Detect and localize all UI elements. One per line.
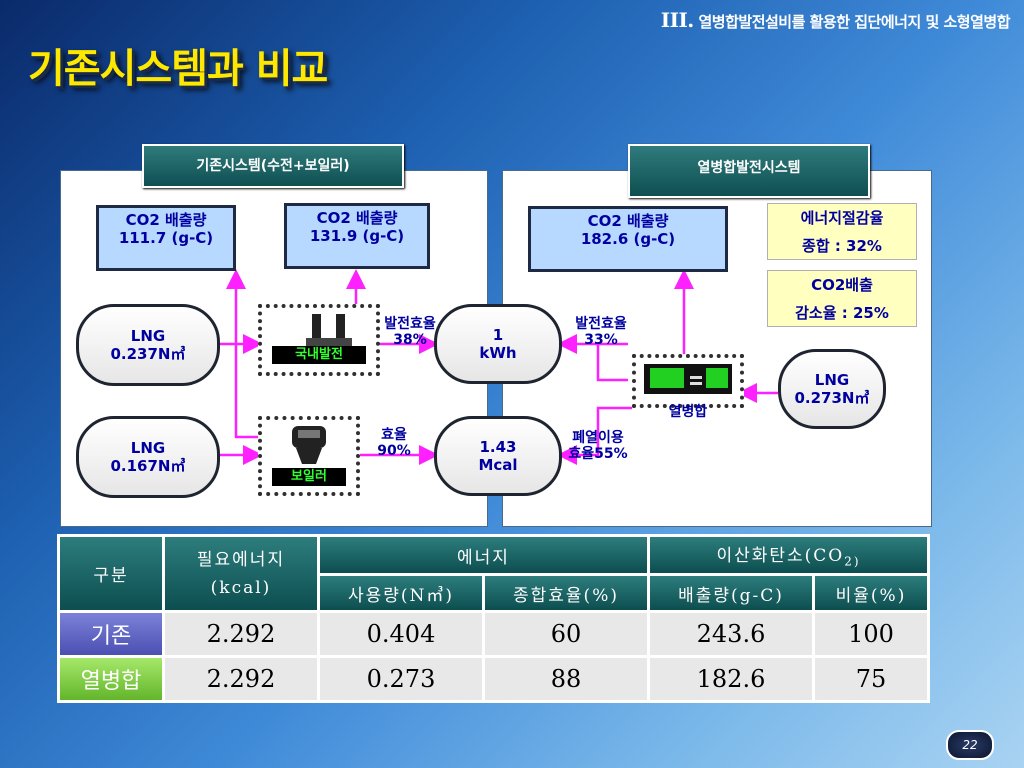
- row-label: 열병합: [60, 658, 162, 700]
- boiler-label: 보일러: [272, 468, 346, 486]
- output-value: 1.43: [479, 438, 517, 456]
- header-emission: 배출량(g-C): [650, 576, 812, 610]
- boiler-unit: 보일러: [258, 416, 360, 496]
- co2-reduction-box: CO2배출 감소율 : 25%: [767, 270, 917, 327]
- power-plant-label: 국내발전: [272, 346, 366, 364]
- heat-output: 1.43 Mcal: [434, 416, 562, 496]
- lng-value: 0.167N㎥: [110, 457, 186, 475]
- co2-emission-box-boiler: CO2 배출량 131.9 (g-C): [284, 203, 430, 269]
- lng-label: LNG: [814, 371, 850, 389]
- chp-label: 열병합: [668, 404, 708, 420]
- boiler-icon: [292, 426, 326, 464]
- table-subheader-row: 사용량(N㎥) 종합효율(%) 배출량(g-C) 비율(%): [60, 576, 927, 610]
- saving-title: 에너지절감율: [800, 209, 884, 227]
- conventional-system-heading: 기존시스템(수전+보일러): [142, 144, 404, 188]
- row-efficiency: 60: [485, 613, 647, 655]
- lng-label: LNG: [130, 439, 166, 457]
- header-usage: 사용량(N㎥): [320, 576, 482, 610]
- lng-value: 0.237N㎥: [110, 345, 186, 363]
- header-co2-text: 이산화탄소(CO: [716, 546, 845, 567]
- arrow-chp-to-heat: [557, 406, 632, 465]
- row-usage: 0.273: [320, 658, 482, 700]
- header-efficiency: 종합효율(%): [485, 576, 647, 610]
- boiler-efficiency-label: 효율 90%: [364, 427, 424, 459]
- chp-icon: [644, 364, 732, 394]
- co2-value: 131.9 (g-C): [309, 227, 405, 245]
- row-efficiency: 88: [485, 658, 647, 700]
- header-required-unit: (kcal): [210, 577, 272, 598]
- header-ratio: 비율(%): [815, 576, 927, 610]
- lng-input-chp: LNG 0.273N㎥: [778, 349, 886, 429]
- header-co2-sub: 2): [844, 554, 861, 569]
- row-ratio: 100: [815, 613, 927, 655]
- row-emission: 182.6: [650, 658, 812, 700]
- lng-input-boiler: LNG 0.167N㎥: [76, 416, 220, 498]
- row-usage: 0.404: [320, 613, 482, 655]
- output-unit: kWh: [479, 344, 517, 362]
- lng-label: LNG: [130, 327, 166, 345]
- arrow-chp-to-power-link: [596, 344, 628, 382]
- reduction-title: CO2배출: [811, 276, 873, 294]
- efficiency-value: 효율55%: [568, 446, 628, 462]
- arrow-boiler-to-co2-a: [226, 269, 258, 439]
- table-row: 열병합 2.292 0.273 88 182.6 75: [60, 658, 927, 700]
- chp-system-heading: 열병합발전시스템: [628, 144, 870, 198]
- co2-label: CO2 배출량: [316, 209, 398, 227]
- header-category: 구분: [60, 537, 162, 610]
- reduction-value: 감소율 : 25%: [795, 304, 889, 322]
- chp-power-efficiency-label: 발전효율 33%: [556, 316, 646, 348]
- table-row: 기존 2.292 0.404 60 243.6 100: [60, 613, 927, 655]
- power-plant-unit: 국내발전: [258, 304, 380, 376]
- co2-label: CO2 배출량: [587, 212, 669, 230]
- row-label: 기존: [60, 613, 162, 655]
- header-required-title: 필요에너지: [196, 549, 286, 570]
- power-output: 1 kWh: [434, 304, 562, 384]
- header-energy: 에너지: [320, 537, 647, 573]
- section-subtitle: 열병합발전설비를 활용한 집단에너지 및 소형열병합: [698, 13, 1011, 31]
- efficiency-value: 90%: [377, 443, 411, 459]
- power-efficiency-label: 발전효율 38%: [370, 316, 450, 348]
- efficiency-title: 발전효율: [384, 316, 436, 332]
- row-required: 2.292: [165, 658, 317, 700]
- output-value: 1: [492, 326, 504, 344]
- section-header: III. 열병합발전설비를 활용한 집단에너지 및 소형열병합: [660, 8, 1011, 32]
- co2-value: 182.6 (g-C): [580, 230, 676, 248]
- efficiency-value: 38%: [393, 332, 427, 348]
- comparison-table: 구분 필요에너지 (kcal) 에너지 이산화탄소(CO2) 사용량(N㎥) 종…: [57, 534, 930, 703]
- page-number: 22: [946, 730, 994, 760]
- saving-value: 종합 : 32%: [802, 237, 882, 255]
- section-roman-numeral: III.: [660, 8, 695, 32]
- co2-emission-box-grid: CO2 배출량 111.7 (g-C): [96, 205, 236, 271]
- energy-saving-box: 에너지절감율 종합 : 32%: [767, 203, 917, 260]
- power-plant-icon: [306, 314, 352, 348]
- row-required: 2.292: [165, 613, 317, 655]
- lng-input-power: LNG 0.237N㎥: [76, 304, 220, 386]
- lng-value: 0.273N㎥: [794, 389, 870, 407]
- efficiency-value: 33%: [584, 332, 618, 348]
- header-co2: 이산화탄소(CO2): [650, 537, 927, 573]
- page-title: 기존시스템과 비교: [28, 46, 328, 92]
- row-emission: 243.6: [650, 613, 812, 655]
- chp-heat-efficiency-label: 폐열이용 효율55%: [556, 430, 640, 462]
- output-unit: Mcal: [478, 456, 518, 474]
- efficiency-title: 효율: [381, 427, 407, 443]
- table-header-row: 구분 필요에너지 (kcal) 에너지 이산화탄소(CO2): [60, 537, 927, 610]
- co2-value: 111.7 (g-C): [118, 229, 214, 247]
- efficiency-title: 폐열이용: [572, 430, 624, 446]
- row-ratio: 75: [815, 658, 927, 700]
- efficiency-title: 발전효율: [575, 316, 627, 332]
- co2-label: CO2 배출량: [125, 211, 207, 229]
- co2-emission-box-chp: CO2 배출량 182.6 (g-C): [528, 206, 728, 272]
- chp-unit: [632, 354, 744, 408]
- header-required-energy: 필요에너지 (kcal): [165, 537, 317, 610]
